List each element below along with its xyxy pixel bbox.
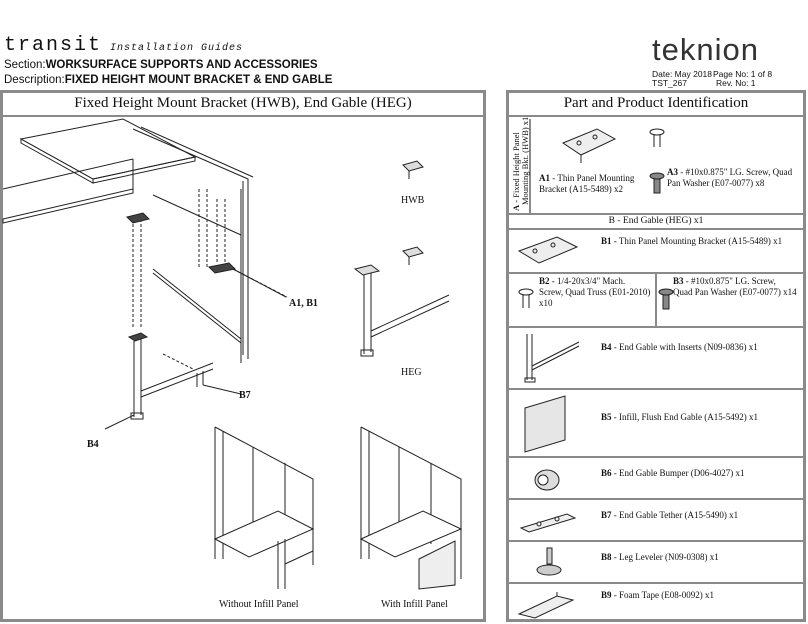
heg-label: HEG	[401, 367, 422, 378]
a3-label: A3 - #10x0.875" LG. Screw, Quad Pan Wash…	[667, 167, 793, 188]
b9-foam-tape-image	[517, 592, 575, 619]
section-value: WORKSURFACE SUPPORTS AND ACCESSORIES	[45, 59, 318, 71]
group-b-row: B - End Gable (HEG) x1	[509, 215, 803, 230]
group-a-label-cell: A - Fixed Height Panel Mounting Bkt. (HW…	[509, 116, 531, 213]
parts-panel-title: Part and Product Identification	[509, 95, 803, 117]
b4-row: B4 - End Gable with Inserts (N09-0836) x…	[509, 328, 803, 390]
brand-title: transit	[4, 34, 103, 57]
parts-panel: Part and Product Identification A - Fixe…	[506, 90, 806, 622]
doc-number: TST_267	[652, 78, 687, 88]
diagram-panel: Fixed Height Mount Bracket (HWB), End Ga…	[0, 90, 486, 622]
b9-row: B9 - Foam Tape (E08-0092) x1	[509, 584, 803, 622]
b8-leveler-image	[536, 547, 562, 576]
b9-label: B9 - Foam Tape (E08-0092) x1	[601, 590, 714, 600]
installation-guides-label: Installation Guides	[110, 43, 244, 54]
b8-row: B8 - Leg Leveler (N09-0308) x1	[509, 542, 803, 584]
a3-screw-image-top	[649, 128, 665, 147]
description-line: Description:FIXED HEIGHT MOUNT BRACKET &…	[4, 74, 332, 86]
b7-label: B7 - End Gable Tether (A15-5490) x1	[601, 510, 739, 520]
a1-bracket-image	[561, 128, 617, 163]
b2-label: B2 - 1/4-20x3/4" Mach. Screw, Quad Truss…	[539, 276, 651, 308]
hwb-label: HWB	[401, 195, 425, 206]
b3-screw-image	[658, 288, 674, 310]
description-value: FIXED HEIGHT MOUNT BRACKET & END GABLE	[64, 74, 333, 86]
callout-a1-b1: A1, B1	[289, 298, 318, 309]
caption-without-infill: Without Infill Panel	[219, 599, 299, 610]
b6-row: B6 - End Gable Bumper (D06-4027) x1	[509, 458, 803, 500]
group-a-vertical-label-2: Mounting Bkt. (HWB) x1	[520, 116, 530, 205]
b1-label: B1 - Thin Panel Mounting Bracket (A15-54…	[601, 236, 783, 246]
doc-revision: Rev. No: 1	[716, 78, 756, 88]
callout-b7: B7	[239, 390, 251, 401]
group-b-label: B - End Gable (HEG) x1	[608, 216, 704, 226]
b2-b3-row: B2 - 1/4-20x3/4" Mach. Screw, Quad Truss…	[509, 274, 803, 328]
assembly-diagram	[2, 118, 463, 590]
description-label: Description:	[4, 74, 65, 86]
b5-label: B5 - Infill, Flush End Gable (A15-5492) …	[601, 412, 758, 422]
b8-label: B8 - Leg Leveler (N09-0308) x1	[601, 552, 719, 562]
b2-b3-divider	[655, 274, 657, 326]
b4-gable-image	[524, 334, 580, 383]
diagram-panel-title: Fixed Height Mount Bracket (HWB), End Ga…	[3, 95, 483, 117]
group-a-row: A - Fixed Height Panel Mounting Bkt. (HW…	[509, 116, 803, 215]
a1-label: A1 - Thin Panel Mounting Bracket (A15-54…	[539, 173, 635, 194]
b6-label: B6 - End Gable Bumper (D06-4027) x1	[601, 468, 745, 478]
doc-date: Date: May 2018	[652, 69, 713, 79]
a3-screw-image	[649, 172, 665, 194]
callout-b4: B4	[87, 439, 99, 450]
section-label: Section:	[4, 59, 46, 71]
b7-tether-image	[519, 513, 577, 533]
doc-page: Page No: 1 of 8	[713, 69, 773, 79]
b5-infill-image	[524, 395, 566, 453]
b5-row: B5 - Infill, Flush End Gable (A15-5492) …	[509, 390, 803, 458]
caption-with-infill: With Infill Panel	[381, 599, 448, 610]
b4-label: B4 - End Gable with Inserts (N09-0836) x…	[601, 342, 758, 352]
teknion-logo: teknion	[652, 32, 759, 67]
b1-row: B1 - Thin Panel Mounting Bracket (A15-54…	[509, 230, 803, 274]
b1-bracket-image	[517, 236, 579, 264]
b3-label: B3 - #10x0.875" LG. Screw, Quad Pan Wash…	[673, 276, 797, 297]
b2-screw-image	[518, 288, 534, 308]
b7-row: B7 - End Gable Tether (A15-5490) x1	[509, 500, 803, 542]
b6-bumper-image	[534, 469, 560, 491]
section-line: Section:WORKSURFACE SUPPORTS AND ACCESSO…	[4, 59, 318, 71]
